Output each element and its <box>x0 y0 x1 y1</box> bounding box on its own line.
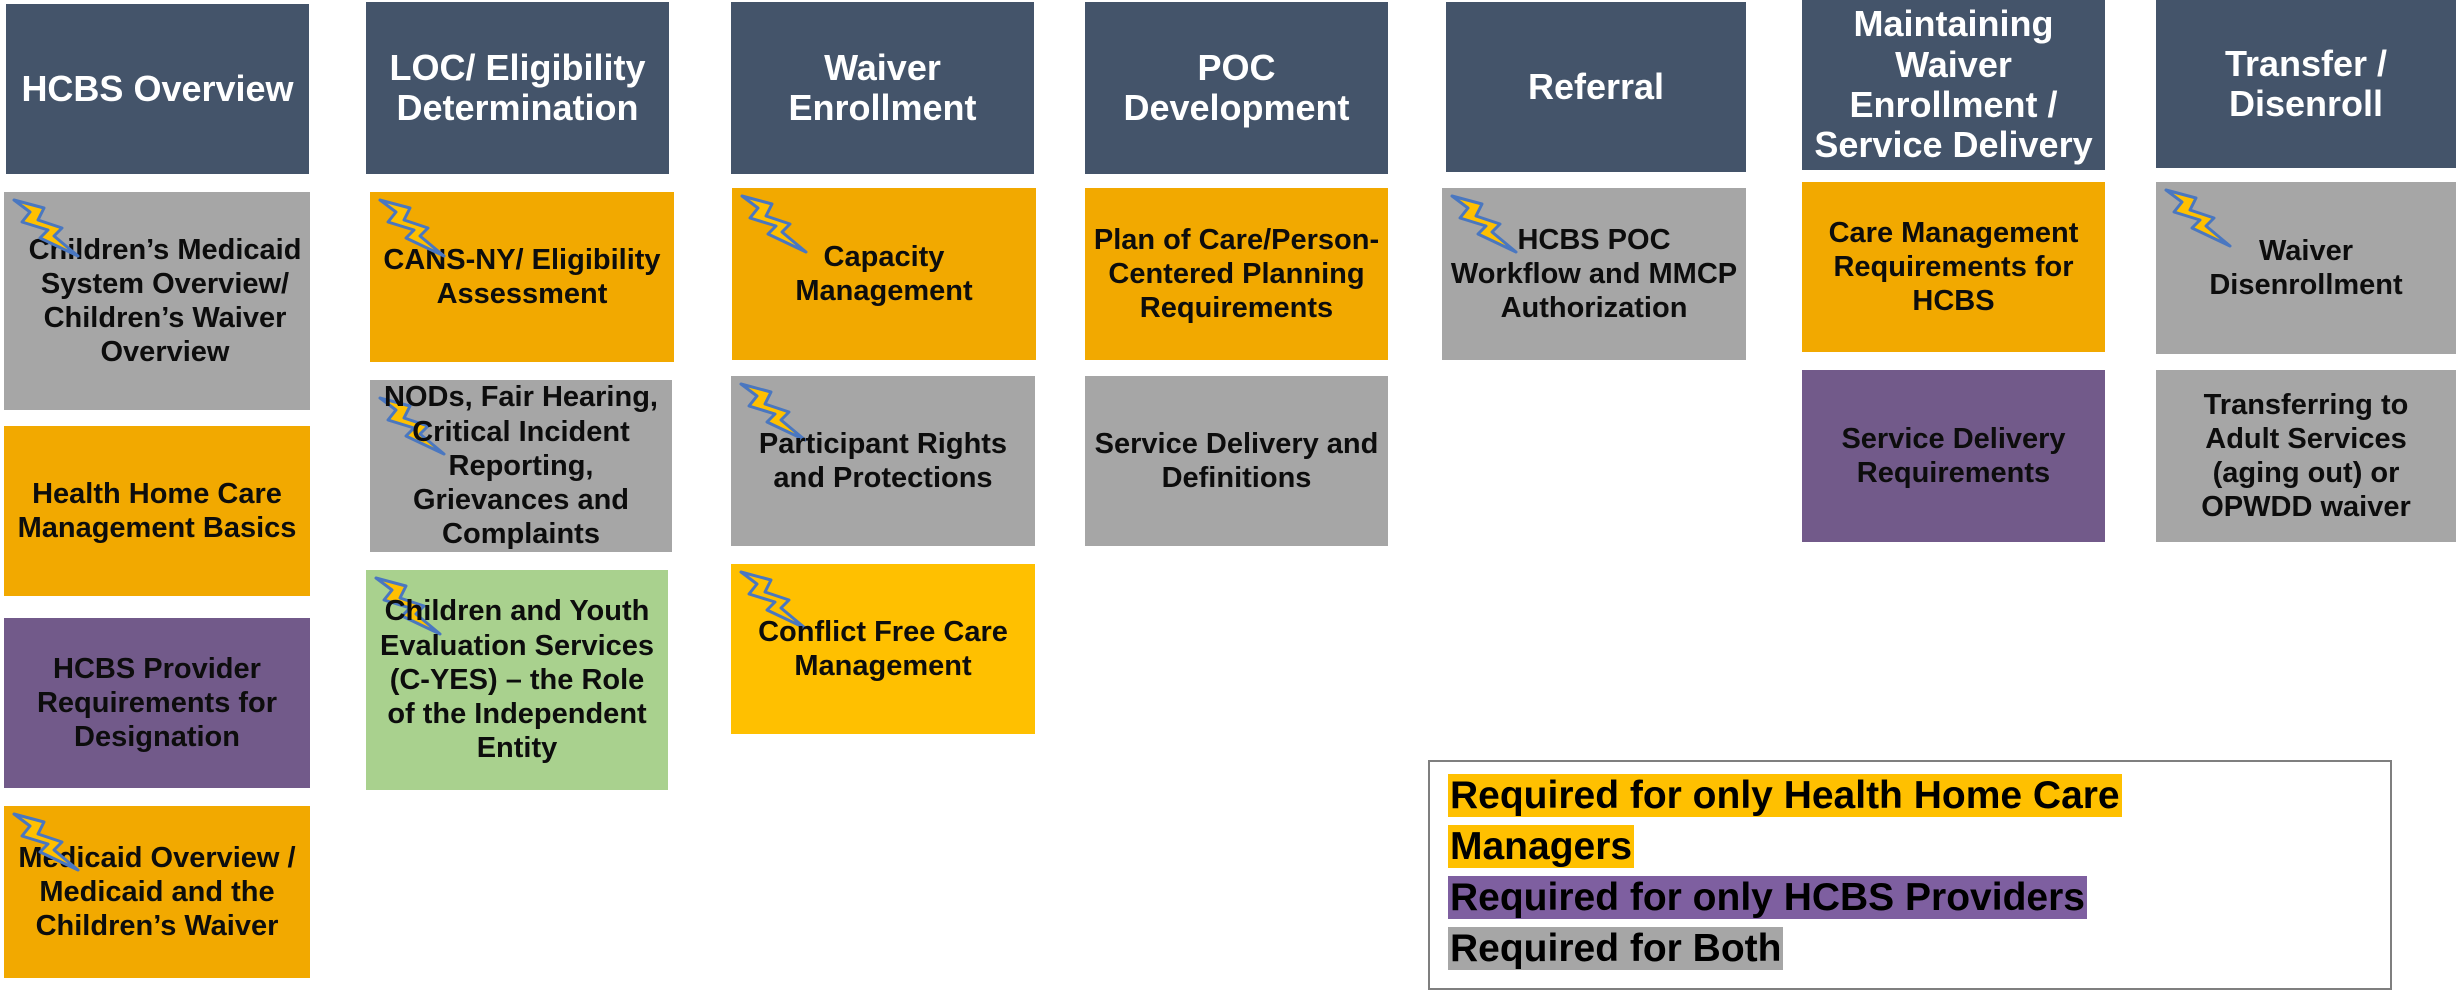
module-care-management-requirements[interactable]: Care Management Requirements for HCBS <box>1802 182 2105 352</box>
legend-row-health-home: Required for only Health Home Care <box>1448 770 2372 821</box>
module-label: Capacity Management <box>795 240 973 307</box>
header-label: Waiver Enrollment <box>788 46 977 128</box>
module-service-delivery-requirements[interactable]: Service Delivery Requirements <box>1802 370 2105 542</box>
module-childrens-medicaid-system[interactable]: Children’s Medicaid System Overview/ Chi… <box>4 192 310 410</box>
header-label: Referral <box>1527 65 1665 107</box>
module-cans-ny[interactable]: CANS-NY/ Eligibility Assessment <box>370 192 674 362</box>
header-waiver-enrollment: Waiver Enrollment <box>731 2 1034 174</box>
header-label: HCBS Overview <box>21 67 294 109</box>
header-label: Transfer / Disenroll <box>2224 42 2388 124</box>
module-label: HCBS Provider Requirements for Designati… <box>36 652 278 754</box>
header-poc-development: POC Development <box>1085 2 1388 174</box>
module-waiver-disenrollment[interactable]: Waiver Disenrollment <box>2156 182 2456 354</box>
module-health-home-basics[interactable]: Health Home Care Management Basics <box>4 426 310 596</box>
legend-hcbs-providers: Required for only HCBS Providers <box>1448 876 2087 919</box>
module-label: Waiver Disenrollment <box>2209 234 2403 301</box>
legend: Required for only Health Home Care Manag… <box>1428 760 2392 990</box>
module-label: Care Management Requirements for HCBS <box>1828 216 2079 318</box>
legend-health-home-line1: Required for only Health Home Care <box>1448 774 2122 817</box>
header-label: LOC/ Eligibility Determination <box>389 46 646 128</box>
module-conflict-free[interactable]: Conflict Free Care Management <box>731 564 1035 734</box>
module-label: Children and Youth Evaluation Services (… <box>379 595 655 765</box>
header-transfer: Transfer / Disenroll <box>2156 0 2456 168</box>
module-label: Service Delivery and Definitions <box>1094 427 1379 494</box>
lightning-bolt-icon <box>10 196 80 260</box>
module-c-yes[interactable]: Children and Youth Evaluation Services (… <box>366 570 668 790</box>
module-label: Health Home Care Management Basics <box>17 477 297 544</box>
legend-both: Required for Both <box>1448 927 1784 970</box>
lightning-bolt-icon <box>376 196 446 260</box>
header-label: Maintaining Waiver Enrollment / Service … <box>1814 3 2093 166</box>
legend-row-hcbs-providers: Required for only HCBS Providers <box>1448 872 2372 923</box>
module-label: Conflict Free Care Management <box>758 615 1008 682</box>
header-referral: Referral <box>1446 2 1746 172</box>
module-transferring-adult[interactable]: Transferring to Adult Services (aging ou… <box>2156 370 2456 542</box>
module-label: Children’s Medicaid System Overview/ Chi… <box>28 233 302 369</box>
module-capacity-management[interactable]: Capacity Management <box>732 188 1036 360</box>
module-label: Plan of Care/Person-Centered Planning Re… <box>1093 223 1380 325</box>
module-label: Transferring to Adult Services (aging ou… <box>2201 388 2411 524</box>
header-loc-eligibility: LOC/ Eligibility Determination <box>366 2 669 174</box>
header-hcbs-overview: HCBS Overview <box>6 4 309 174</box>
legend-row-both: Required for Both <box>1448 923 2372 974</box>
lightning-bolt-icon <box>10 810 80 874</box>
lightning-bolt-icon <box>2162 186 2232 250</box>
module-label: Service Delivery Requirements <box>1841 422 2066 489</box>
module-label: HCBS POC Workflow and MMCP Authorization <box>1450 223 1738 325</box>
module-hcbs-poc-workflow[interactable]: HCBS POC Workflow and MMCP Authorization <box>1442 188 1746 360</box>
header-label: POC Development <box>1123 46 1350 128</box>
module-nods-fair-hearing[interactable]: NODs, Fair Hearing, Critical Incident Re… <box>370 380 672 552</box>
lightning-bolt-icon <box>738 192 808 256</box>
module-participant-rights[interactable]: Participant Rights and Protections <box>731 376 1035 546</box>
module-service-delivery-definitions[interactable]: Service Delivery and Definitions <box>1085 376 1388 546</box>
module-hcbs-provider-requirements[interactable]: HCBS Provider Requirements for Designati… <box>4 618 310 788</box>
legend-row-health-home-cont: Managers <box>1448 821 2372 872</box>
module-medicaid-overview[interactable]: Medicaid Overview / Medicaid and the Chi… <box>4 806 310 978</box>
legend-health-home-line2: Managers <box>1448 825 1635 868</box>
module-plan-of-care[interactable]: Plan of Care/Person-Centered Planning Re… <box>1085 188 1388 360</box>
module-label: Participant Rights and Protections <box>758 427 1008 494</box>
module-label: NODs, Fair Hearing, Critical Incident Re… <box>384 381 658 551</box>
header-maintaining: Maintaining Waiver Enrollment / Service … <box>1802 0 2105 170</box>
